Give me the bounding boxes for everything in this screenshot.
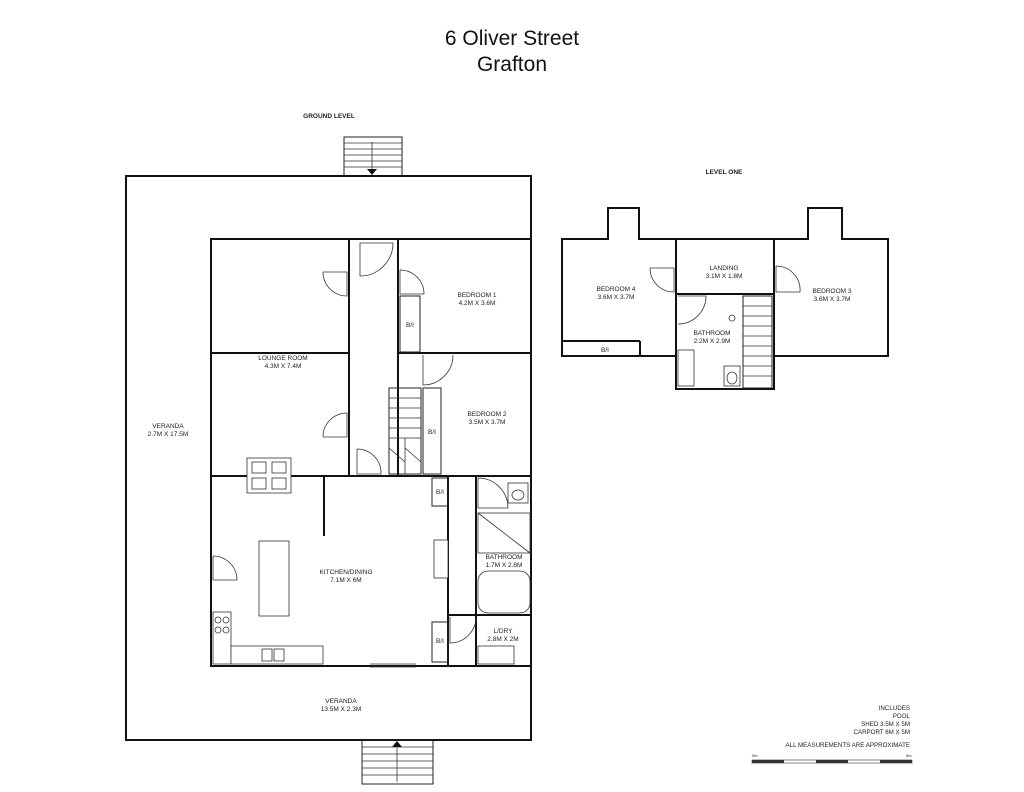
room-bedroom-1: BEDROOM 1 4.2M X 3.6M — [457, 292, 496, 307]
level-one-walls — [561, 207, 889, 390]
internal-stairs — [388, 387, 422, 475]
includes-shed: SHED 3.5M X 5M — [861, 721, 910, 728]
svg-text:3.1M X 1.8M: 3.1M X 1.8M — [706, 273, 743, 280]
veranda-outline — [125, 175, 532, 741]
address-line-1: 6 Oliver Street — [444, 27, 580, 50]
room-veranda-front: VERANDA 13.5M X 2.3M — [321, 698, 361, 713]
svg-text:2.8M X 2M: 2.8M X 2M — [487, 636, 518, 643]
includes-carport: CARPORT 6M X 5M — [853, 729, 910, 736]
svg-text:4.2M X 3.6M: 4.2M X 3.6M — [459, 300, 496, 307]
level-one-label: LEVEL ONE — [706, 169, 743, 176]
svg-text:B/I: B/I — [428, 429, 436, 436]
svg-text:BEDROOM 4: BEDROOM 4 — [596, 286, 635, 293]
level-one-doors — [649, 265, 801, 325]
level-one-bathroom-fixtures — [677, 314, 741, 387]
svg-text:BATHROOM: BATHROOM — [693, 330, 730, 337]
svg-text:1.7M X 2.8M: 1.7M X 2.8M — [486, 562, 523, 569]
room-bedroom-2: BEDROOM 2 3.5M X 3.7M — [467, 411, 506, 426]
scale-end-label: 5m — [906, 753, 912, 758]
svg-text:L/DRY: L/DRY — [493, 628, 513, 635]
built-in-laundry: B/I — [431, 621, 449, 663]
svg-text:3.6M X 3.7M: 3.6M X 3.7M — [814, 296, 851, 303]
built-in-robe-bed4: B/I — [601, 347, 609, 354]
svg-text:B/I: B/I — [436, 638, 444, 645]
ground-level-label: GROUND LEVEL — [303, 113, 355, 120]
built-in-robe-bed2: B/I — [422, 387, 442, 475]
toilet-upper — [723, 365, 741, 387]
svg-text:B/I: B/I — [436, 489, 444, 496]
svg-text:2.7M X 17.5M: 2.7M X 17.5M — [148, 431, 188, 438]
address-line-2: Grafton — [476, 53, 548, 76]
built-in-kitchen: B/I — [431, 477, 449, 507]
kitchen-fixtures — [212, 539, 449, 665]
ground-doors — [212, 242, 509, 668]
ground-bathroom-fixtures — [477, 482, 531, 665]
svg-text:VERANDA: VERANDA — [152, 423, 184, 430]
scale-bar: 0m 5m — [751, 753, 913, 764]
svg-text:3.5M X 3.7M: 3.5M X 3.7M — [469, 419, 506, 426]
room-bedroom-4: BEDROOM 4 3.6M X 3.7M — [596, 286, 635, 301]
bathtub — [477, 570, 531, 614]
stair-arrow-down-icon — [367, 169, 377, 175]
svg-text:BEDROOM 2: BEDROOM 2 — [467, 411, 506, 418]
svg-text:3.6M X 3.7M: 3.6M X 3.7M — [598, 294, 635, 301]
scale-start-label: 0m — [752, 753, 758, 758]
svg-text:13.5M X 2.3M: 13.5M X 2.3M — [321, 706, 361, 713]
includes-heading: INCLUDES — [879, 705, 910, 712]
room-bedroom-3: BEDROOM 3 3.6M X 3.7M — [812, 288, 851, 303]
front-stairs — [361, 739, 434, 785]
svg-text:LOUNGE ROOM: LOUNGE ROOM — [258, 355, 307, 362]
kitchen-island — [258, 540, 290, 617]
house-walls — [210, 238, 532, 667]
svg-text:2.2M X 2.9M: 2.2M X 2.9M — [694, 338, 731, 345]
room-landing: LANDING 3.1M X 1.8M — [706, 265, 743, 280]
vanity — [677, 349, 695, 387]
includes-notes: INCLUDES POOL SHED 3.5M X 5M CARPORT 6M … — [786, 705, 911, 749]
built-in-robe-bed1: B/I — [399, 295, 421, 353]
laundry-tub — [477, 645, 515, 665]
room-kitchen-dining: KITCHEN/DINING 7.1M X 6M — [319, 569, 372, 584]
back-stairs — [343, 136, 403, 177]
room-lounge: LOUNGE ROOM 4.3M X 7.4M — [258, 355, 307, 370]
svg-text:BATHROOM: BATHROOM — [485, 554, 522, 561]
svg-text:KITCHEN/DINING: KITCHEN/DINING — [319, 569, 372, 576]
svg-text:LANDING: LANDING — [710, 265, 739, 272]
svg-text:B/I: B/I — [601, 347, 609, 354]
svg-text:VERANDA: VERANDA — [325, 698, 357, 705]
fridge — [433, 539, 449, 579]
cooktop — [212, 611, 232, 665]
svg-text:4.3M X 7.4M: 4.3M X 7.4M — [265, 363, 302, 370]
room-ground-bathroom: BATHROOM 1.7M X 2.8M — [485, 554, 522, 569]
svg-text:B/I: B/I — [406, 322, 414, 329]
svg-text:7.1M X 6M: 7.1M X 6M — [330, 577, 361, 584]
kitchen-sink — [261, 648, 273, 662]
level-one-stairs — [742, 295, 773, 389]
svg-text:BEDROOM 3: BEDROOM 3 — [812, 288, 851, 295]
stair-arrow-up-icon — [392, 741, 402, 747]
title-block: 6 Oliver Street Grafton — [0, 26, 1024, 78]
room-upper-bathroom: BATHROOM 2.2M X 2.9M — [693, 330, 730, 345]
room-veranda-side: VERANDA 2.7M X 17.5M — [148, 423, 188, 438]
approx-disclaimer: ALL MEASUREMENTS ARE APPROXIMATE — [786, 742, 910, 749]
shower-rose — [728, 314, 736, 322]
room-laundry: L/DRY 2.8M X 2M — [487, 628, 518, 643]
svg-text:BEDROOM 1: BEDROOM 1 — [457, 292, 496, 299]
includes-pool: POOL — [893, 713, 911, 720]
fireplace — [246, 457, 292, 494]
